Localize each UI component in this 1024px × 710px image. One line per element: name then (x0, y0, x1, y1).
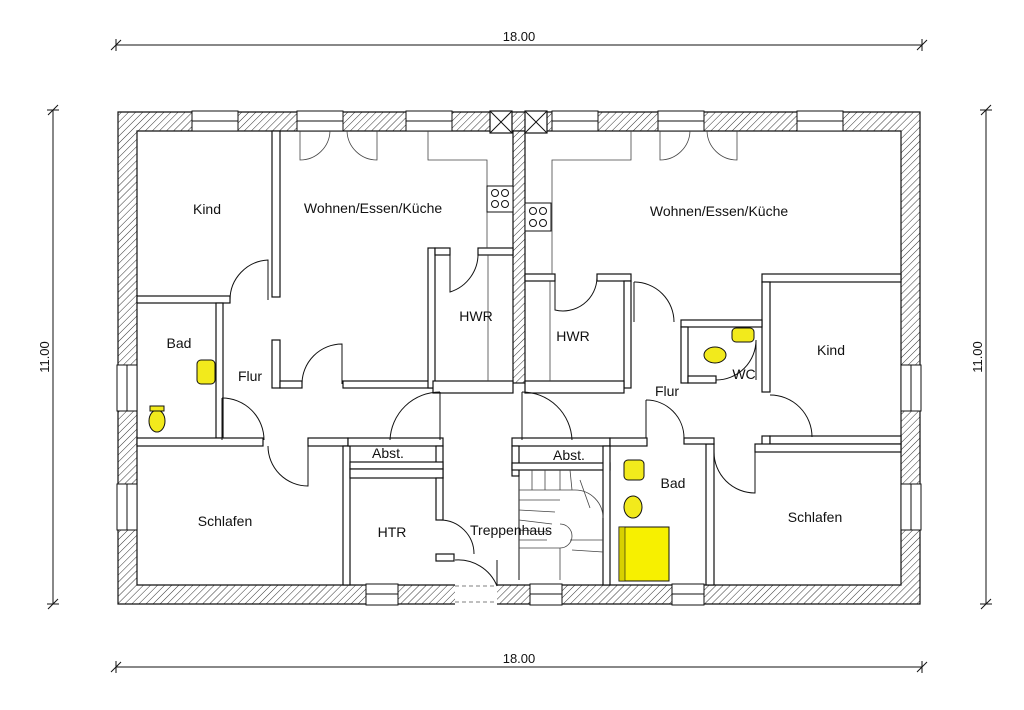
bathtub (618, 526, 670, 582)
dimension-left-label: 11.00 (37, 341, 52, 373)
room-hwr-left: HWR (459, 308, 492, 324)
room-treppenhaus: Treppenhaus (470, 522, 552, 538)
dimension-right-label: 11.00 (970, 341, 985, 373)
dimension-left: 11.00 (37, 104, 59, 610)
staircase (518, 469, 604, 580)
windows (116, 110, 922, 606)
room-schlafen-right: Schlafen (788, 509, 842, 525)
bad-right-toilet (623, 495, 643, 519)
room-bad-left: Bad (167, 335, 192, 351)
room-abst-right: Abst. (553, 447, 585, 463)
room-kind-left: Kind (193, 201, 221, 217)
bad-left-toilet (148, 409, 166, 433)
wc-right-sink (731, 327, 755, 343)
bad-right-sink (623, 459, 645, 481)
room-bad-right: Bad (661, 475, 686, 491)
dimension-bottom: 18.00 (110, 651, 928, 673)
dimension-top: 18.00 (110, 29, 928, 51)
dimension-top-label: 18.00 (503, 29, 536, 44)
room-labels: Kind Wohnen/Essen/Küche Wohnen/Essen/Küc… (167, 200, 845, 540)
kitchen-fixtures (427, 110, 632, 381)
room-htr: HTR (378, 524, 407, 540)
doors (221, 130, 813, 587)
room-abst-left: Abst. (372, 445, 404, 461)
interior-walls (136, 130, 902, 586)
room-wc-right: WC (732, 366, 755, 382)
bad-left-sink (196, 359, 216, 385)
room-wohnen-left: Wohnen/Essen/Küche (304, 200, 442, 216)
room-hwr-right: HWR (556, 328, 589, 344)
dimension-bottom-label: 18.00 (503, 651, 536, 666)
dimension-right: 11.00 (970, 104, 992, 610)
room-kind-right: Kind (817, 342, 845, 358)
room-wohnen-right: Wohnen/Essen/Küche (650, 203, 788, 219)
sanitary-fixtures (148, 327, 755, 582)
room-flur-left: Flur (238, 368, 262, 384)
room-flur-right: Flur (655, 383, 679, 399)
wc-right-toilet (703, 346, 727, 364)
exterior-walls (117, 111, 921, 605)
room-schlafen-left: Schlafen (198, 513, 252, 529)
